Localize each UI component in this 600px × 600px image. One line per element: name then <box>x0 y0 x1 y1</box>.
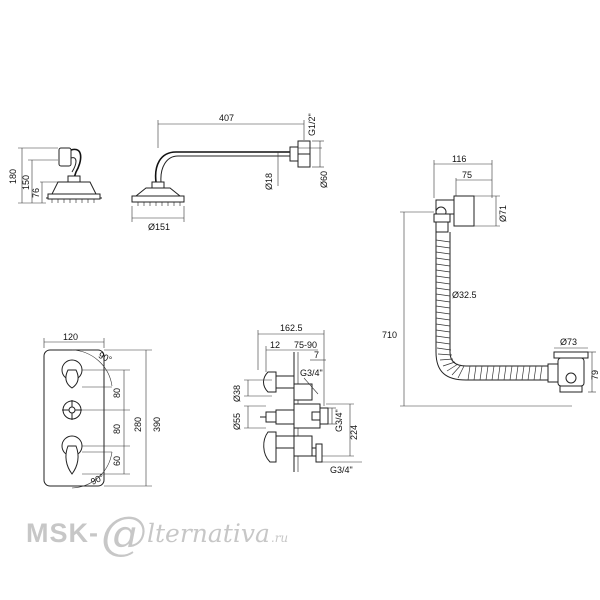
watermark-domain: .ru <box>270 531 289 545</box>
dim-180: 180 <box>8 169 18 184</box>
dim-76: 76 <box>31 188 41 198</box>
dim-280: 280 <box>133 417 143 432</box>
dim-dia71: Ø71 <box>498 205 508 222</box>
dim-407: 407 <box>219 113 234 123</box>
dim-80-a: 80 <box>112 388 122 398</box>
dim-7: 7 <box>314 350 319 360</box>
dim-dia32-5: Ø32.5 <box>452 290 477 300</box>
dim-12: 12 <box>270 340 280 350</box>
dim-dia73: Ø73 <box>560 337 577 347</box>
dim-g34-mid: G3/4" <box>334 409 344 432</box>
shower-arm-view: 407 G1/2" Ø18 Ø60 Ø151 <box>131 113 329 232</box>
dim-80-b: 80 <box>112 424 122 434</box>
dim-dia18: Ø18 <box>264 173 274 190</box>
watermark-brand: MSK- <box>26 517 99 548</box>
watermark-at-sign: @ <box>101 506 147 560</box>
valve-side-view: 162.5 12 75-90 7 G3/4" Ø38 Ø55 G3/4" 224… <box>232 323 362 475</box>
watermark-logo: MSK- @ lternativa .ru <box>26 508 288 558</box>
dim-g34-top: G3/4" <box>300 368 323 378</box>
dim-dia60: Ø60 <box>319 171 329 188</box>
dim-224: 224 <box>349 425 359 440</box>
dim-120: 120 <box>63 332 78 342</box>
bath-filler-view: 116 75 Ø71 Ø32.5 710 Ø73 79 <box>382 154 600 407</box>
dim-dia151: Ø151 <box>148 222 170 232</box>
shower-head-side-view: 180 150 76 <box>8 147 102 204</box>
dim-162-5: 162.5 <box>280 323 303 333</box>
dim-75: 75 <box>462 170 472 180</box>
dim-60: 60 <box>112 456 122 466</box>
dim-dia38: Ø38 <box>232 385 242 402</box>
dim-dia55: Ø55 <box>232 413 242 430</box>
dim-75-90: 75-90 <box>294 340 317 350</box>
dim-angle-90-top: 90° <box>97 350 114 365</box>
dim-390: 390 <box>152 417 162 432</box>
dim-79: 79 <box>590 370 600 380</box>
dim-710: 710 <box>382 330 397 340</box>
dim-g34-bottom: G3/4" <box>330 465 353 475</box>
dim-g12: G1/2" <box>307 113 317 136</box>
valve-front-view: 90° 90° 120 80 80 60 280 390 <box>43 332 162 489</box>
dim-150: 150 <box>21 175 31 190</box>
dim-116: 116 <box>452 154 466 164</box>
watermark-text: lternativa <box>147 518 270 548</box>
